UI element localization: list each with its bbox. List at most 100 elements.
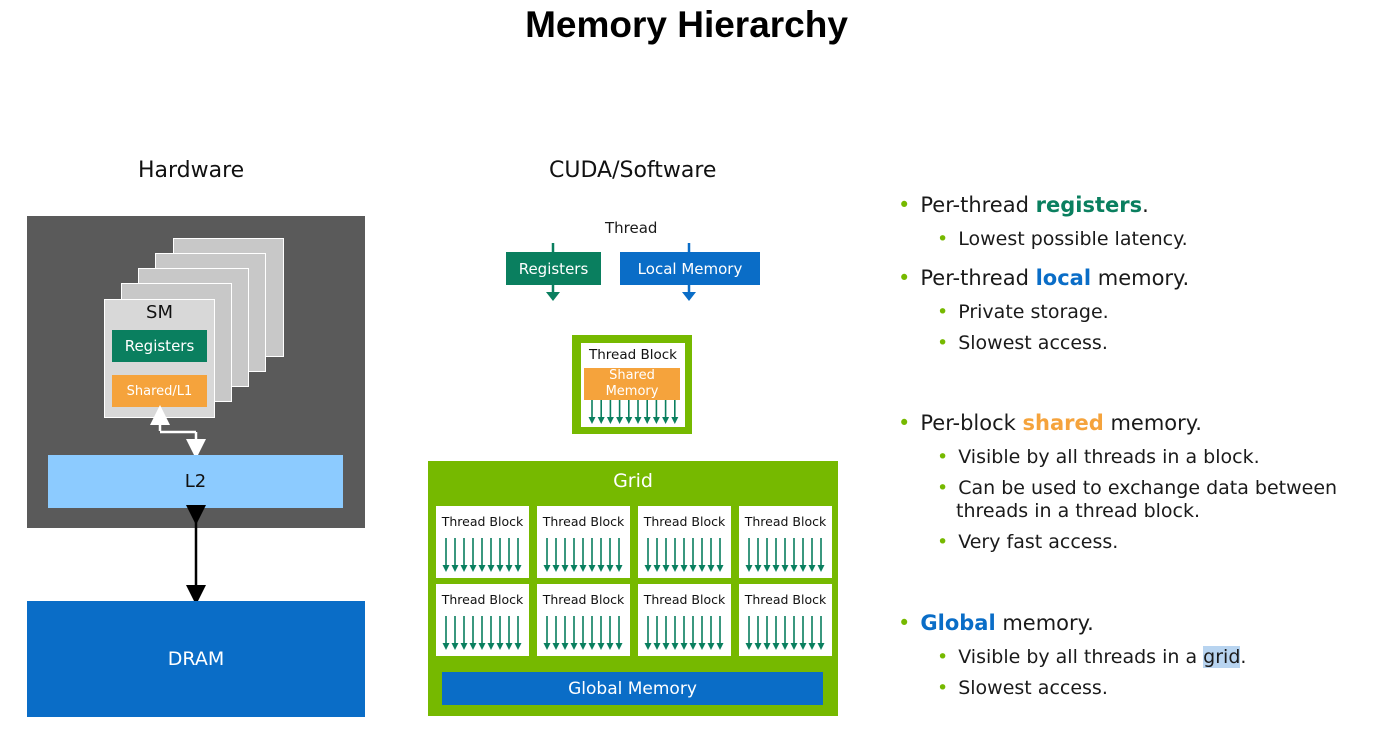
thread-arrow-head [597,565,605,572]
bullet-dot: • [937,332,949,354]
bullet-text: memory. [995,611,1094,635]
local-memory: Local Memory [620,252,760,285]
thread-arrow-head [716,565,724,572]
bullet-keyword-registers: registers [1035,193,1143,217]
thread-block-label: Thread Block [588,347,677,363]
thread-arrow-head [487,643,495,650]
thread-arrows [745,616,825,650]
thread-arrow-head [496,643,504,650]
sm-l2-connector [150,405,206,459]
bullet-dot: • [937,531,949,553]
thread-arrow-head [460,565,468,572]
grid-thread-block-label: Thread Block [744,514,827,529]
thread-arrow-head [643,417,651,424]
bullet-dot: • [937,677,949,699]
thread-arrow-head [671,417,679,424]
thread-arrow-head [570,565,578,572]
thread-arrow-head [487,565,495,572]
sub-bullet-text: Slowest access. [958,677,1108,699]
bullet-keyword-shared: shared [1022,411,1104,435]
thread-arrow-head [662,565,670,572]
thread-arrow-head [505,565,513,572]
sub-bullet-text: Very fast access. [958,531,1119,553]
thread-arrow-head [561,643,569,650]
thread-arrow-head [496,565,504,572]
thread-arrow-head [579,565,587,572]
thread-arrow-head [808,643,816,650]
sub-bullet: •Visible by all threads in a block. [937,446,1260,468]
sub-bullet-text: Lowest possible latency. [958,228,1188,250]
bullet-dot: • [898,266,911,290]
thread-arrow-head [763,565,771,572]
thread-arrow-head [653,565,661,572]
thread-arrow-head [808,565,816,572]
grid-thread-block-label: Thread Block [542,592,625,607]
thread-arrow-head [790,565,798,572]
thread-arrow-head [653,643,661,650]
thread-arrow-head [652,417,660,424]
thread-arrow-head [799,643,807,650]
thread-block-thread-arrows [588,400,679,424]
thread-arrow-head [680,643,688,650]
thread-arrows [442,538,522,572]
thread-arrow-head [634,417,642,424]
thread-arrow-head [469,643,477,650]
sub-bullet-text: . [1240,646,1247,668]
thread-arrow-head [597,643,605,650]
thread-arrow-head [469,565,477,572]
thread-arrow-head [754,565,762,572]
bullet-dot: • [898,411,911,435]
bullet-keyword-local: local [1035,266,1092,290]
sub-bullet: •Visible by all threads in a grid. [937,646,1246,668]
thread-arrow-head [616,417,624,424]
sub-bullet-text: Private storage. [958,301,1109,323]
thread-arrow-head [451,565,459,572]
shared-memory-line1: Shared [609,368,655,383]
sub-bullet: •Private storage. [937,301,1109,323]
hardware-heading: Hardware [138,158,245,183]
thread-arrow-head [606,417,614,424]
grid-thread-block-label: Thread Block [542,514,625,529]
thread-arrows [745,538,825,572]
thread-arrow-head [680,565,688,572]
thread-arrow-head [570,643,578,650]
sub-bullet: •Can be used to exchange data between [937,477,1337,499]
thread-arrow-head [772,565,780,572]
thread-arrow-head [606,643,614,650]
thread-arrow-head [662,417,670,424]
thread-arrow-head [817,565,825,572]
thread-arrows [442,616,522,650]
thread-arrow-head [615,565,623,572]
thread-arrow-head [698,643,706,650]
thread-arrow-head [671,643,679,650]
thread-arrow-head [772,643,780,650]
thread-arrows [543,616,623,650]
thread-arrow-head [644,643,652,650]
thread-arrow-head [781,643,789,650]
thread-arrow-head [543,565,551,572]
bullet-text: . [1142,193,1149,217]
hardware-registers: Registers [112,330,207,362]
thread-arrow-head [552,643,560,650]
thread-arrow-head [754,643,762,650]
bullet-local: •Per-thread local memory. [898,266,1189,290]
page-title: Memory Hierarchy [525,4,848,45]
thread-arrow-head [745,565,753,572]
thread-arrow-head [606,565,614,572]
sub-bullet: •Lowest possible latency. [937,228,1188,250]
thread-label: Thread [605,219,658,237]
thread-arrow-head [745,643,753,650]
l2-cache: L2 [48,455,343,508]
thread-arrow-head [442,565,450,572]
thread-arrow-head [579,643,587,650]
bullet-dot: • [937,477,949,499]
thread-arrow-head [588,417,596,424]
bullet-dot: • [898,193,911,217]
bullet-dot: • [937,446,949,468]
thread-arrow-head [662,643,670,650]
bullet-global: •Global memory. [898,611,1094,635]
thread-arrow-head [514,565,522,572]
thread-arrow-head [644,565,652,572]
thread-arrow-head [514,643,522,650]
bullet-text: memory. [1103,411,1202,435]
